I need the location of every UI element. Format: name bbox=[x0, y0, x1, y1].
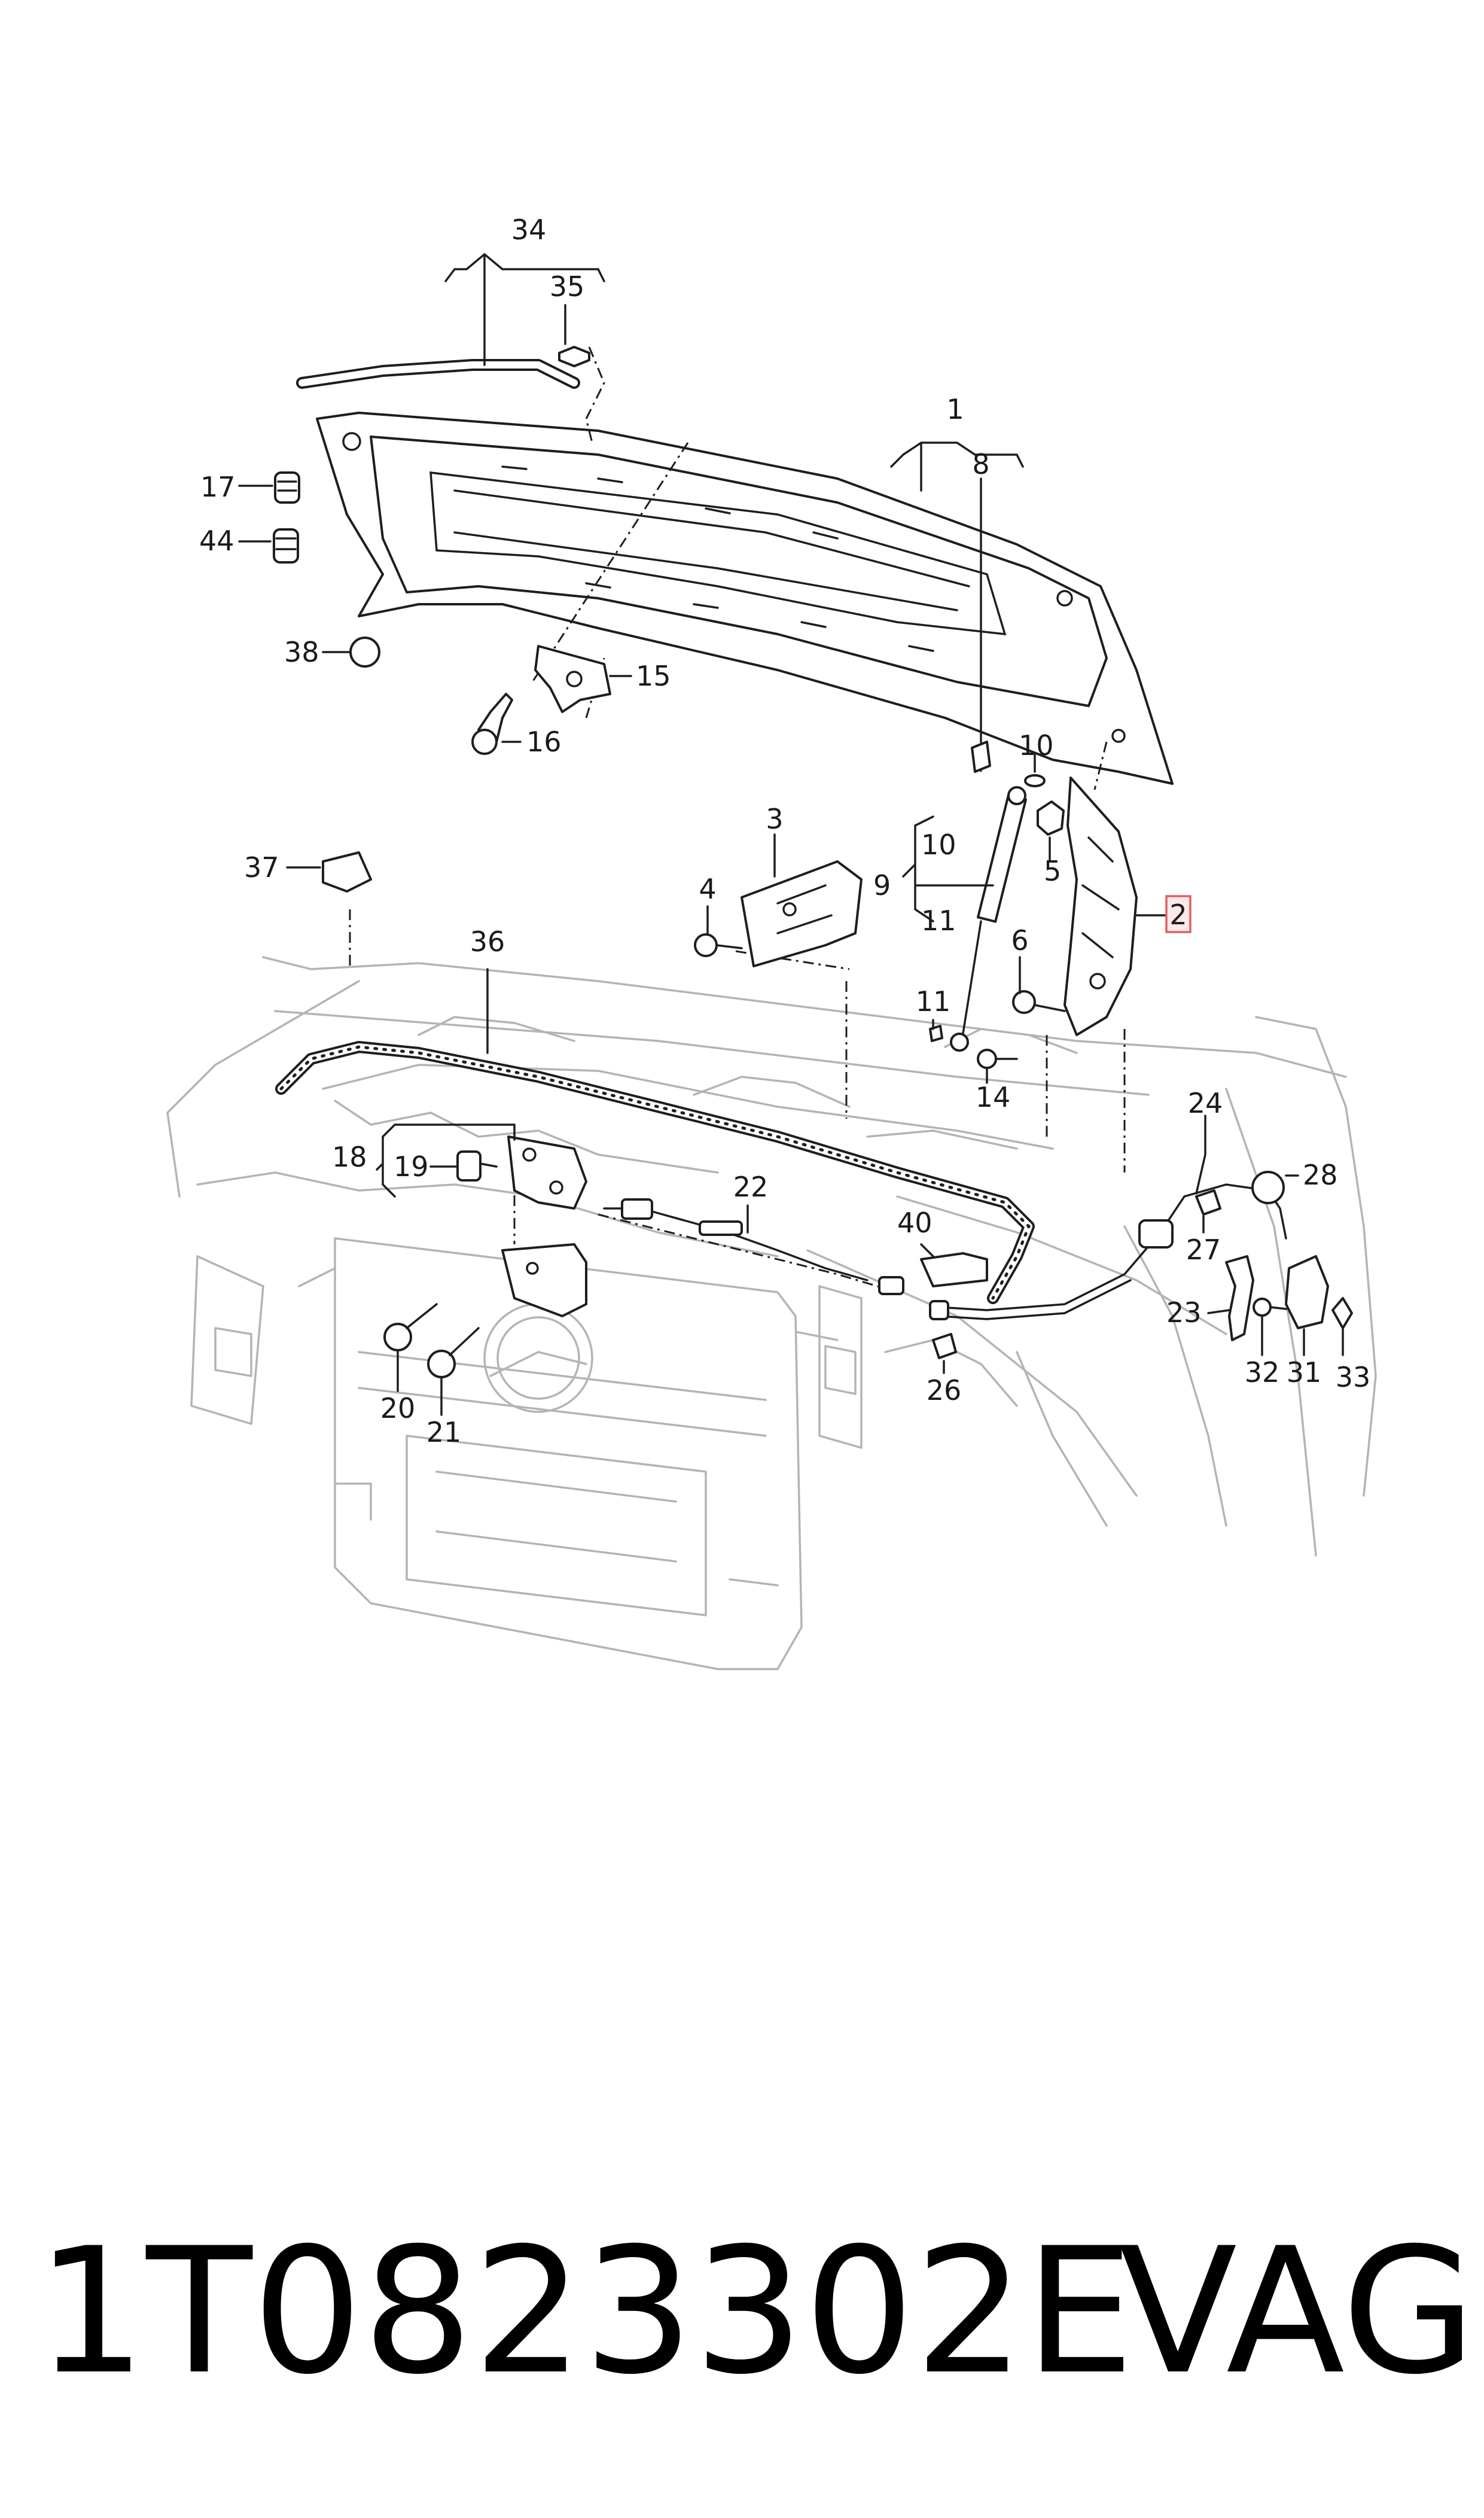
callout-40: 40 bbox=[897, 1207, 933, 1239]
callout-38: 38 bbox=[284, 636, 319, 668]
bolt-8 bbox=[971, 741, 991, 773]
callout-15: 15 bbox=[636, 660, 671, 692]
highlight-box-2 bbox=[1165, 895, 1192, 933]
bolt-20 bbox=[383, 1303, 438, 1351]
callout-44: 44 bbox=[199, 525, 234, 557]
callout-11: 11 bbox=[921, 905, 956, 937]
assembly-dashed-lines bbox=[349, 442, 1126, 1293]
clip-26 bbox=[932, 1333, 957, 1359]
callout-10: 10 bbox=[921, 829, 956, 861]
bolt-6 bbox=[1012, 990, 1066, 1014]
clip-27 bbox=[1195, 1189, 1221, 1216]
callout-1: 1 bbox=[946, 393, 964, 425]
callout-10-top: 10 bbox=[1019, 729, 1054, 762]
callout-9: 9 bbox=[873, 869, 891, 902]
handle-bracket-31 bbox=[1285, 1255, 1329, 1329]
grommet-38 bbox=[349, 637, 380, 668]
callout-36: 36 bbox=[470, 925, 505, 958]
callout-34: 34 bbox=[511, 214, 547, 246]
seal-36 bbox=[275, 1041, 1035, 1304]
callout-32: 32 bbox=[1245, 1356, 1280, 1389]
callout-14: 14 bbox=[976, 1081, 1011, 1113]
callout-35: 35 bbox=[550, 270, 585, 303]
screw-32 bbox=[1253, 1298, 1287, 1317]
release-handle-23 bbox=[1225, 1255, 1254, 1341]
bracket-15 bbox=[534, 645, 611, 713]
bonnet-hood bbox=[316, 412, 1174, 785]
bracket-37 bbox=[322, 851, 372, 893]
buffer-44 bbox=[273, 528, 299, 564]
callout-8: 8 bbox=[972, 448, 989, 480]
part-number-caption: 1T0823302E bbox=[36, 2211, 1135, 2413]
callout-leaders bbox=[238, 252, 1344, 1416]
callout-27: 27 bbox=[1186, 1234, 1221, 1266]
callout-20: 20 bbox=[380, 1392, 416, 1424]
callout-31: 31 bbox=[1287, 1356, 1322, 1389]
callout-5: 5 bbox=[1044, 855, 1061, 887]
release-cable-24 bbox=[929, 1171, 1287, 1320]
callout-28: 28 bbox=[1303, 1159, 1338, 1191]
callout-2: 2 bbox=[1169, 899, 1187, 931]
bolt-4 bbox=[694, 933, 743, 957]
callout-21: 21 bbox=[426, 1416, 462, 1448]
release-cable-22 bbox=[603, 1198, 904, 1295]
vehicle-front-structure bbox=[166, 956, 1377, 1670]
lock-18 bbox=[507, 1135, 587, 1210]
nut-5 bbox=[1037, 800, 1065, 836]
lock-carrier-plate bbox=[501, 1243, 587, 1317]
brand-caption: VAG bbox=[1119, 2211, 1476, 2413]
bolt-16 bbox=[471, 693, 513, 755]
callout-33: 33 bbox=[1336, 1361, 1371, 1393]
clip-10 bbox=[1024, 774, 1046, 787]
hinge-plate-3 bbox=[741, 860, 863, 967]
gas-strut-9 bbox=[950, 786, 1027, 1052]
callout-24: 24 bbox=[1188, 1087, 1223, 1119]
clip-11 bbox=[929, 1025, 943, 1042]
callout-22: 22 bbox=[733, 1171, 769, 1203]
callout-23: 23 bbox=[1166, 1296, 1202, 1329]
parts-diagram: 34 35 1 8 17 44 38 15 16 10 3 5 37 10 9 … bbox=[166, 214, 1377, 1670]
hood-seal-strip-34 bbox=[296, 359, 580, 389]
callout-4: 4 bbox=[699, 873, 716, 905]
callout-18: 18 bbox=[332, 1141, 367, 1173]
callout-3: 3 bbox=[766, 803, 783, 835]
hinge-2 bbox=[1064, 777, 1138, 1036]
callout-19: 19 bbox=[394, 1150, 429, 1183]
clip-33 bbox=[1331, 1297, 1353, 1329]
callout-37: 37 bbox=[244, 851, 279, 884]
callout-6: 6 bbox=[1011, 924, 1028, 957]
clip-35 bbox=[558, 346, 605, 443]
switch-19 bbox=[456, 1150, 498, 1182]
callout-26: 26 bbox=[927, 1374, 962, 1406]
callout-17: 17 bbox=[200, 471, 236, 503]
bolt-14 bbox=[977, 1049, 1018, 1069]
callout-11-lower: 11 bbox=[916, 985, 951, 1018]
buffer-17 bbox=[274, 471, 300, 504]
callout-numbers: 34 35 1 8 17 44 38 15 16 10 3 5 37 10 9 … bbox=[199, 214, 1370, 1448]
bracket-40 bbox=[920, 1252, 988, 1287]
callout-16: 16 bbox=[526, 726, 562, 758]
